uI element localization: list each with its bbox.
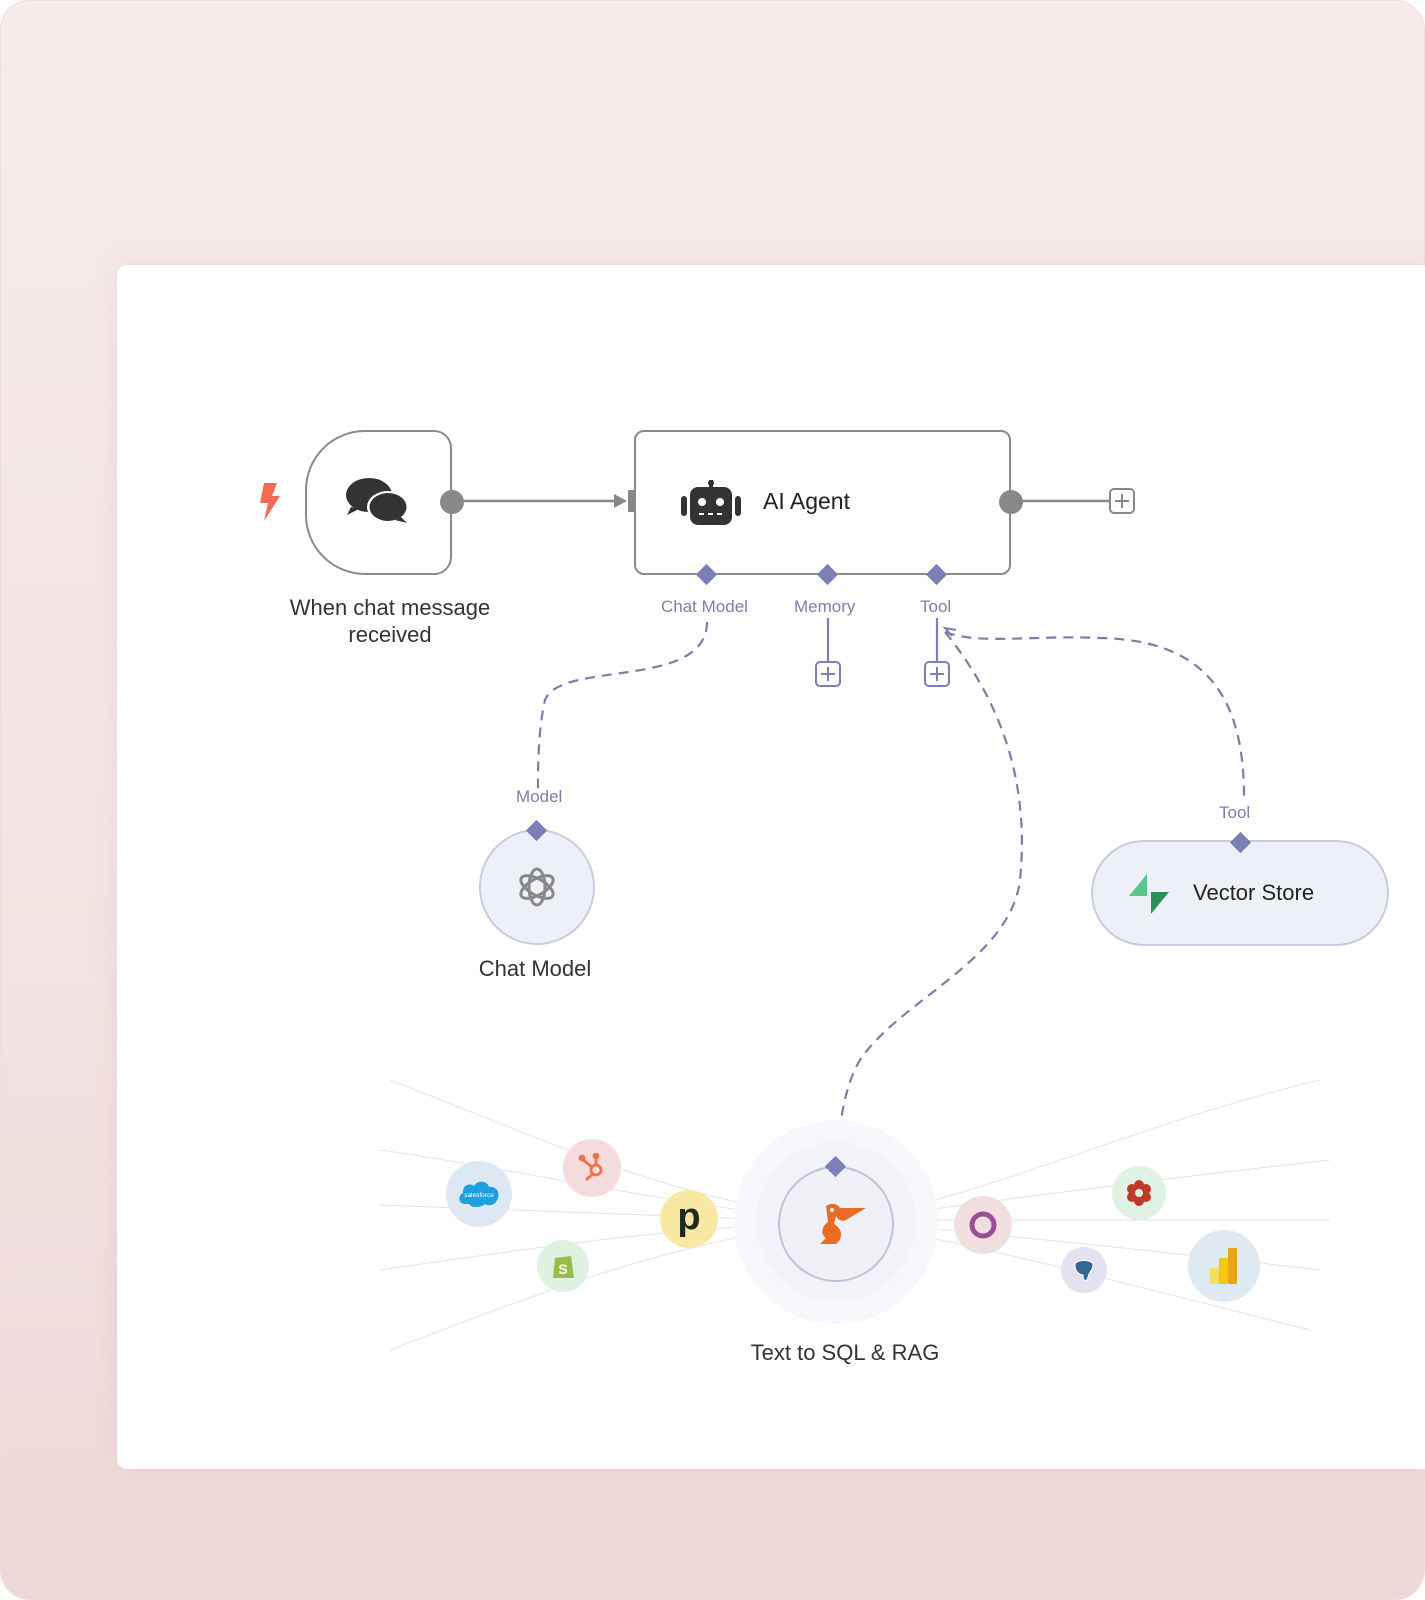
robot-icon: [681, 480, 741, 525]
main-connection: [452, 490, 637, 512]
vector-store-title: Vector Store: [1193, 880, 1315, 905]
chat-model-node[interactable]: [479, 829, 595, 945]
shopify-text: S: [558, 1261, 567, 1277]
trigger-label: When chat message received: [255, 594, 525, 648]
chat-model-port-label: Chat Model: [661, 597, 748, 616]
ai-agent-node[interactable]: AI Agent: [634, 430, 1011, 575]
ai-agent-title: AI Agent: [763, 488, 850, 514]
ring-icon: [969, 1211, 997, 1239]
salesforce-integration: salesforce: [446, 1161, 512, 1227]
add-next-node-button[interactable]: [1109, 488, 1135, 514]
trigger-output-port[interactable]: [440, 490, 464, 514]
powerbi-icon: [1210, 1248, 1237, 1284]
salesforce-text: salesforce: [464, 1192, 494, 1199]
circle-integration: [954, 1196, 1012, 1254]
integration-rays: [379, 1079, 1331, 1351]
agent-output-port[interactable]: [999, 490, 1023, 514]
sql-rag-node[interactable]: [778, 1166, 894, 1282]
hubspot-icon: [578, 1153, 603, 1182]
sql-rag-label: Text to SQL & RAG: [750, 1340, 940, 1365]
lightning-icon: [260, 483, 280, 521]
trigger-label-line1: When chat message: [289, 595, 491, 620]
add-tool-button[interactable]: [924, 661, 950, 687]
edge-chat-model: [536, 621, 709, 791]
tool-port-label: Tool: [920, 597, 952, 616]
shopify-icon: S: [553, 1256, 574, 1278]
openai-icon: [519, 867, 555, 907]
pipedrive-integration: p: [660, 1190, 718, 1248]
edge-vector-store: [944, 630, 1246, 801]
postgres-integration: [1061, 1247, 1107, 1293]
plus-icon: [821, 667, 835, 681]
snowflake-integration: [1112, 1166, 1166, 1220]
model-port-label: Model: [516, 787, 563, 806]
shopify-integration: S: [537, 1240, 589, 1292]
salesforce-icon: salesforce: [459, 1181, 499, 1207]
postgres-icon: [1074, 1260, 1094, 1281]
chat-model-label: Chat Model: [478, 956, 592, 981]
plus-icon: [1115, 494, 1129, 508]
pelican-icon: [820, 1203, 866, 1244]
supabase-icon: [1129, 874, 1169, 914]
hubspot-integration: [563, 1139, 621, 1197]
powerbi-integration: [1188, 1230, 1260, 1302]
chat-bubbles-icon: [346, 478, 409, 523]
trigger-label-line2: received: [348, 622, 432, 647]
vector-store-node[interactable]: Vector Store: [1091, 840, 1389, 946]
edge-sql-rag: [836, 631, 1023, 1151]
pipedrive-icon: p: [677, 1196, 701, 1238]
plus-icon: [930, 667, 944, 681]
add-memory-button[interactable]: [815, 661, 841, 687]
flower-icon: [1127, 1180, 1151, 1206]
vector-store-port-label: Tool: [1219, 803, 1251, 822]
trigger-node[interactable]: [305, 430, 452, 575]
memory-port-label: Memory: [794, 597, 856, 616]
